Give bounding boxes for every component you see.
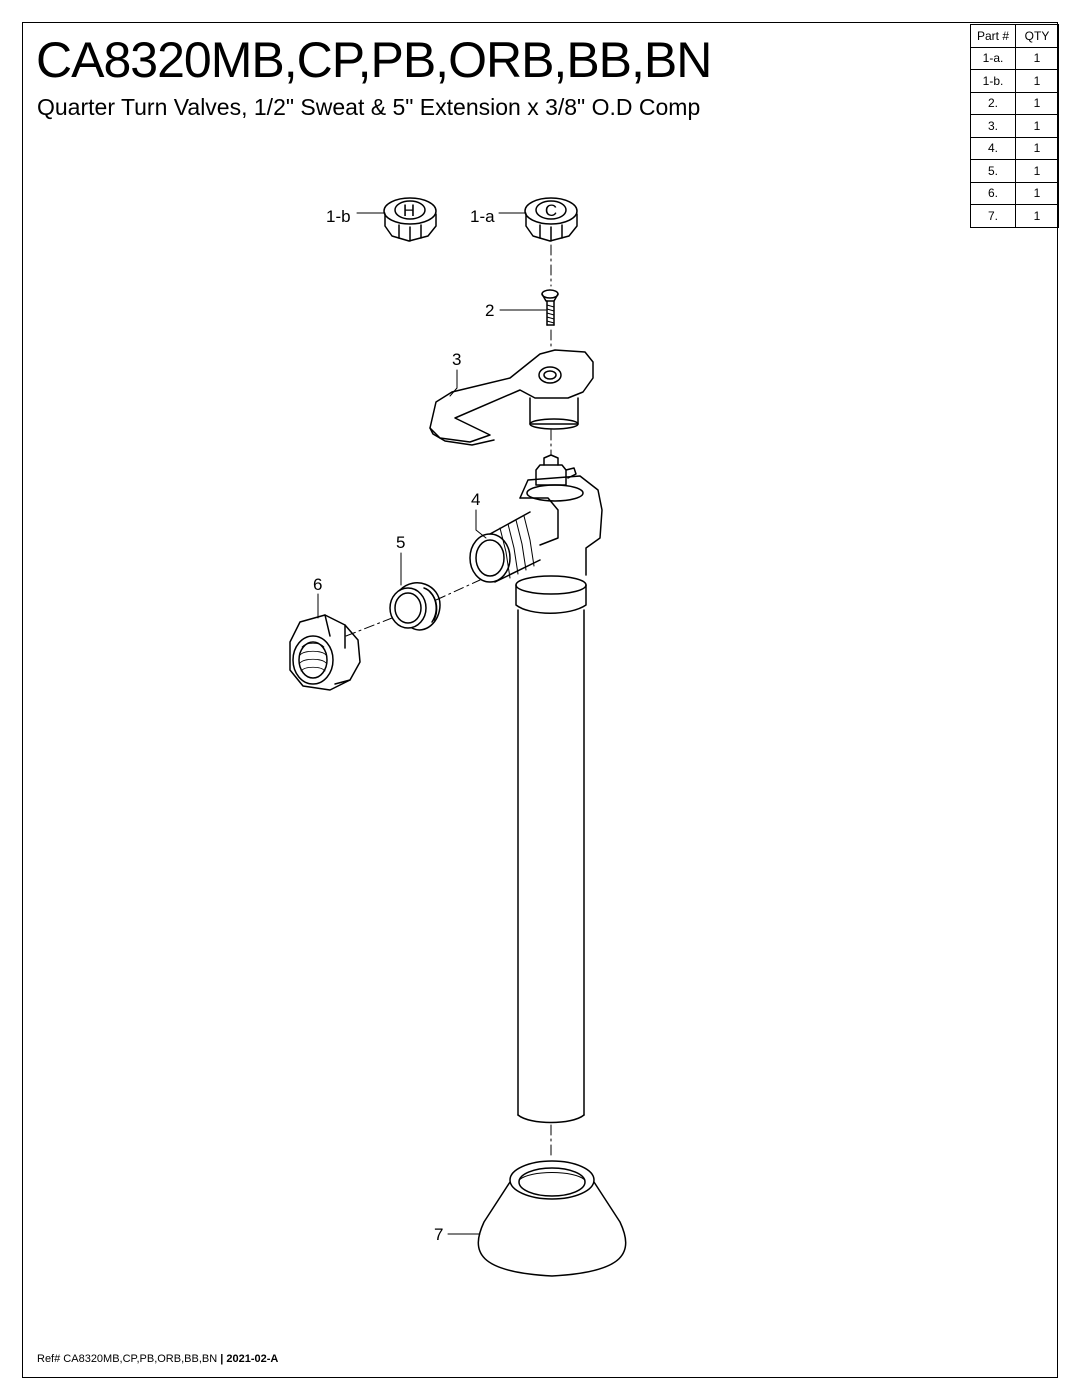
part-5-ferrule: [389, 582, 441, 631]
parts-table: Part # QTY 1-a.1 1-b.1 2.1 3.1 4.1 5.1 6…: [970, 24, 1059, 228]
page-subtitle: Quarter Turn Valves, 1/2" Sweat & 5" Ext…: [37, 94, 701, 120]
drawing-border: [22, 22, 1058, 1378]
table-row: 4.1: [970, 136, 1059, 160]
reference-footer: Ref# CA8320MB,CP,PB,ORB,BB,BN | 2021-02-…: [37, 1352, 278, 1366]
callout-1a: 1-a: [470, 207, 495, 226]
callout-1b: 1-b: [326, 207, 351, 226]
part-qty: 1: [1015, 204, 1059, 228]
part-qty: 1: [1015, 114, 1059, 138]
callout-leaders: [317, 212, 547, 1235]
col-part-number: Part #: [970, 24, 1016, 48]
part-number: 5.: [970, 159, 1016, 183]
table-row: 3.1: [970, 114, 1059, 138]
callout-2: 2: [485, 301, 494, 320]
part-qty: 1: [1015, 159, 1059, 183]
callout-6: 6: [313, 575, 322, 594]
ref-models: CA8320MB,CP,PB,ORB,BB,BN: [63, 1353, 218, 1365]
part-qty: 1: [1015, 136, 1059, 160]
page-title: CA8320MB,CP,PB,ORB,BB,BN: [36, 32, 712, 88]
callout-5: 5: [396, 533, 405, 552]
table-row: 7.1: [970, 204, 1059, 228]
ref-prefix: Ref#: [37, 1353, 64, 1365]
callout-7: 7: [434, 1225, 443, 1244]
part-3-lever-handle: [429, 349, 594, 446]
callout-4: 4: [471, 490, 480, 509]
table-row: 6.1: [970, 181, 1059, 205]
part-7-escutcheon: [477, 1160, 627, 1277]
callout-3: 3: [452, 350, 461, 369]
part-4-valve-body: [469, 454, 603, 1124]
part-2-screw: [541, 289, 559, 326]
part-number: 1-b.: [970, 69, 1016, 93]
parts-table-header: Part # QTY: [970, 24, 1059, 48]
part-6-compression-nut: [289, 614, 361, 691]
cold-cap-letter: C: [545, 201, 557, 220]
assembly-centerlines: [345, 244, 552, 1156]
part-1b-hot-cap: [383, 197, 437, 242]
part-1a-cold-cap: [524, 197, 578, 242]
ref-revision: | 2021-02-A: [217, 1353, 279, 1365]
hot-cap-letter: H: [403, 201, 415, 220]
table-row: 5.1: [970, 159, 1059, 183]
part-qty: 1: [1015, 181, 1059, 205]
